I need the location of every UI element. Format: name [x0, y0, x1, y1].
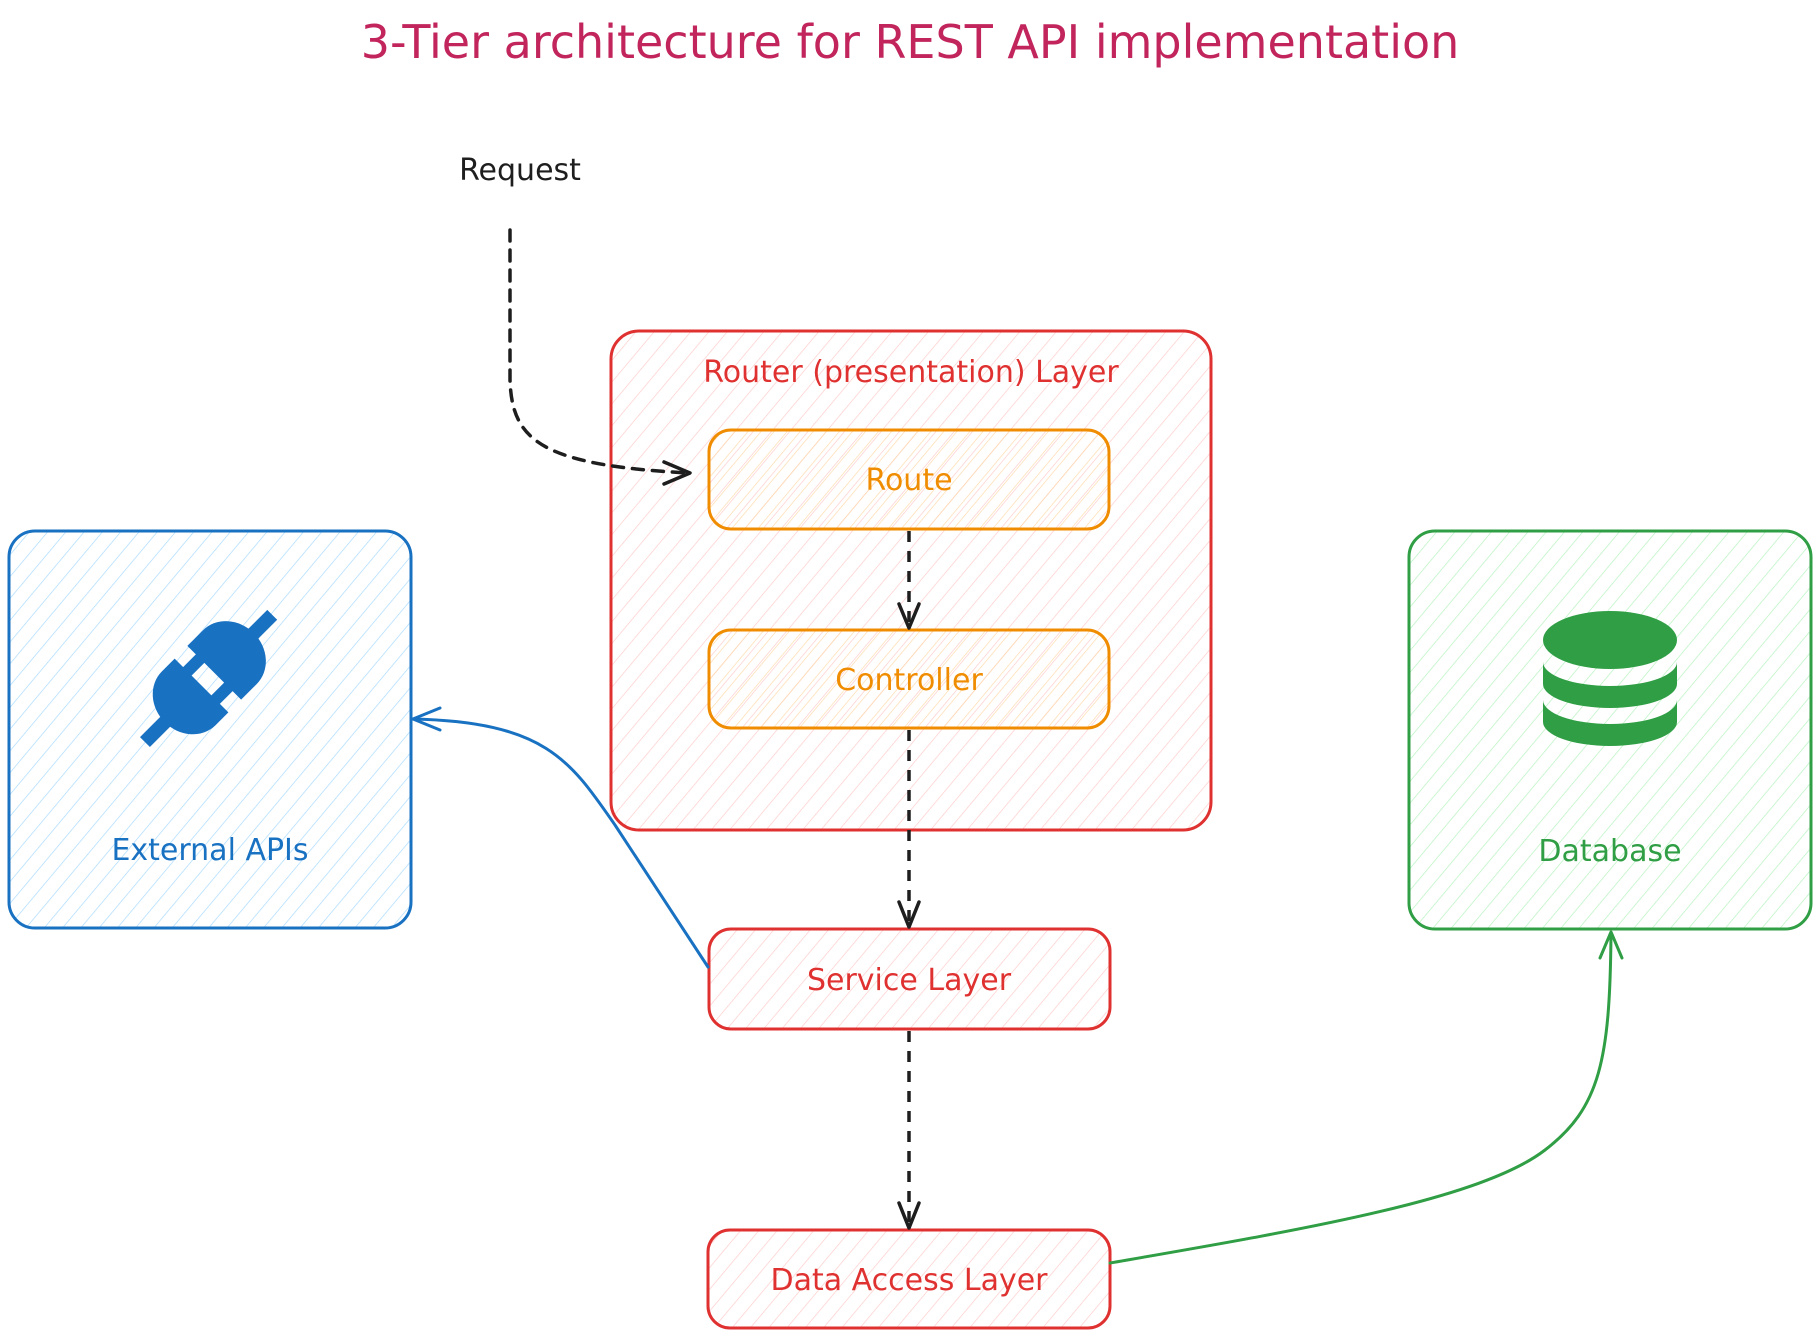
arrowhead-icon — [411, 706, 442, 732]
arrowhead-icon — [662, 460, 692, 486]
data-access-layer-label: Data Access Layer — [770, 1263, 1048, 1298]
arrowhead-icon — [897, 602, 921, 630]
edge-data-access-to-database — [1108, 930, 1624, 1265]
external-apis-label: External APIs — [111, 833, 308, 868]
diagram-title: 3-Tier architecture for REST API impleme… — [361, 15, 1460, 69]
edge-request-to-route — [508, 228, 692, 486]
arrowhead-icon — [1598, 930, 1624, 960]
arrowhead-icon — [897, 1201, 921, 1230]
controller-box[interactable]: Controller — [707, 628, 1111, 730]
route-box[interactable]: Route — [707, 428, 1111, 531]
database-label: Database — [1538, 834, 1681, 869]
edge-service-to-external-apis — [411, 706, 710, 969]
router-layer-label: Router (presentation) Layer — [703, 355, 1119, 390]
controller-label: Controller — [835, 663, 983, 698]
external-apis-box[interactable]: External APIs — [7, 529, 413, 930]
edge-route-to-controller — [897, 531, 921, 630]
edge-service-to-data-access — [897, 1031, 921, 1230]
router-layer-box[interactable]: Router (presentation) Layer — [609, 329, 1213, 832]
plug-icon — [139, 609, 278, 748]
request-label: Request — [459, 153, 581, 188]
arrowhead-icon — [897, 900, 921, 929]
database-box[interactable]: Database — [1407, 529, 1813, 931]
data-access-layer-box[interactable]: Data Access Layer — [706, 1228, 1112, 1330]
service-layer-label: Service Layer — [807, 963, 1012, 998]
edge-controller-to-service — [897, 730, 921, 929]
route-label: Route — [865, 463, 952, 498]
database-icon — [1543, 611, 1677, 746]
service-layer-box[interactable]: Service Layer — [707, 927, 1112, 1031]
